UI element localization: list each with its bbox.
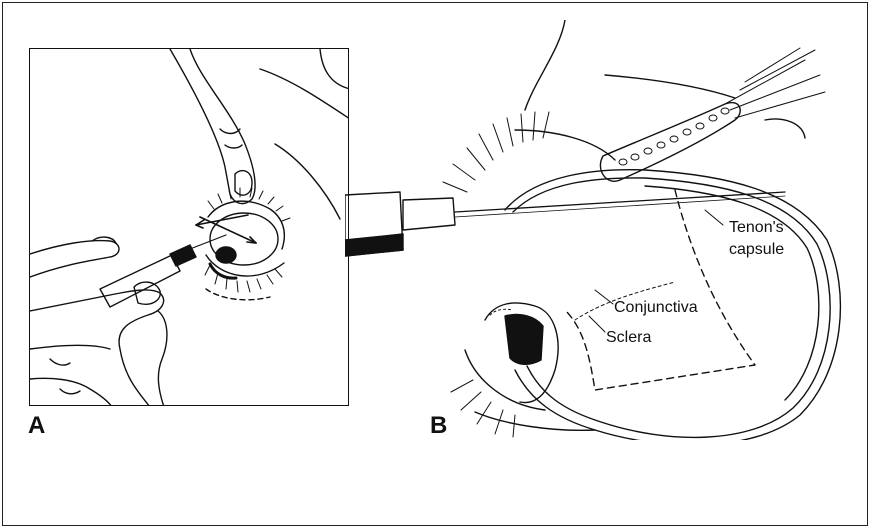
upper-finger [170,49,255,204]
pupil [216,247,236,263]
meibomian-glands [619,108,729,165]
label-sclera: Sclera [606,328,651,347]
panel-a-letter: A [28,412,45,440]
leader-sclera [589,316,605,332]
fingernail-upper [235,171,252,196]
needle [455,192,785,212]
label-tenons-line2: capsule [729,240,784,259]
thumb [30,241,119,277]
leader-tenons [705,210,723,225]
panel-a-illustration [29,48,349,406]
leader-conjunctiva [595,290,613,304]
label-conjunctiva: Conjunctiva [614,298,698,317]
injection-region [565,190,755,390]
iris [505,314,543,364]
panel-b-letter: B [430,412,447,440]
syringe-hub [170,245,196,266]
syringe-barrel [100,255,180,307]
panel-a-drawing [30,49,349,406]
hand [30,290,164,406]
direction-arrows [196,215,256,243]
lashes-upper [443,112,549,192]
needle [190,235,226,249]
eyelashes-lower [205,265,282,292]
lashes-lower [451,380,515,437]
label-tenons-line1: Tenon's [729,218,784,237]
syringe-hub [403,198,455,230]
